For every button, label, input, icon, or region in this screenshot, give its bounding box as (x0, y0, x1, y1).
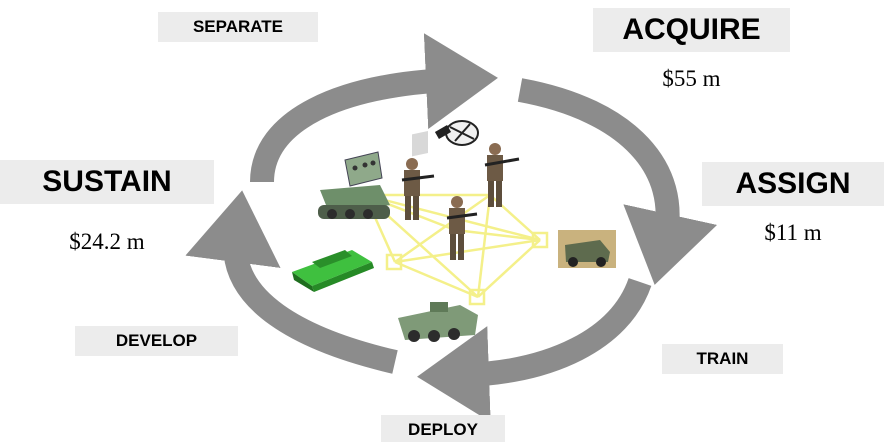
soldier-icon (401, 158, 435, 220)
stage-label-train: TRAIN (662, 344, 783, 374)
tank-icon (292, 250, 374, 292)
rocket-launcher-icon (318, 151, 390, 219)
cost-acquire: $55 m (662, 66, 721, 91)
cycle-arrow-left (185, 190, 398, 374)
cycle-arrow-top (250, 33, 498, 183)
cost-sustain: $24.2 m (69, 229, 145, 254)
stage-label-acquire: ACQUIRE (593, 8, 790, 52)
cycle-arrow-right (517, 78, 718, 285)
jeep-icon (558, 230, 616, 268)
cost-assign: $11 m (764, 220, 822, 245)
satellite-dish-icon (412, 120, 479, 157)
stage-label-separate: SEPARATE (158, 12, 318, 42)
stage-label-deploy: DEPLOY (381, 415, 505, 442)
cycle-arrow-bottom (417, 277, 652, 423)
armored-vehicle-icon (398, 302, 478, 342)
soldier-icon (484, 143, 520, 207)
stage-label-develop: DEVELOP (75, 326, 238, 356)
soldier-icon (446, 196, 478, 260)
stage-label-sustain: SUSTAIN (0, 160, 214, 204)
stage-label-assign: ASSIGN (702, 162, 884, 206)
